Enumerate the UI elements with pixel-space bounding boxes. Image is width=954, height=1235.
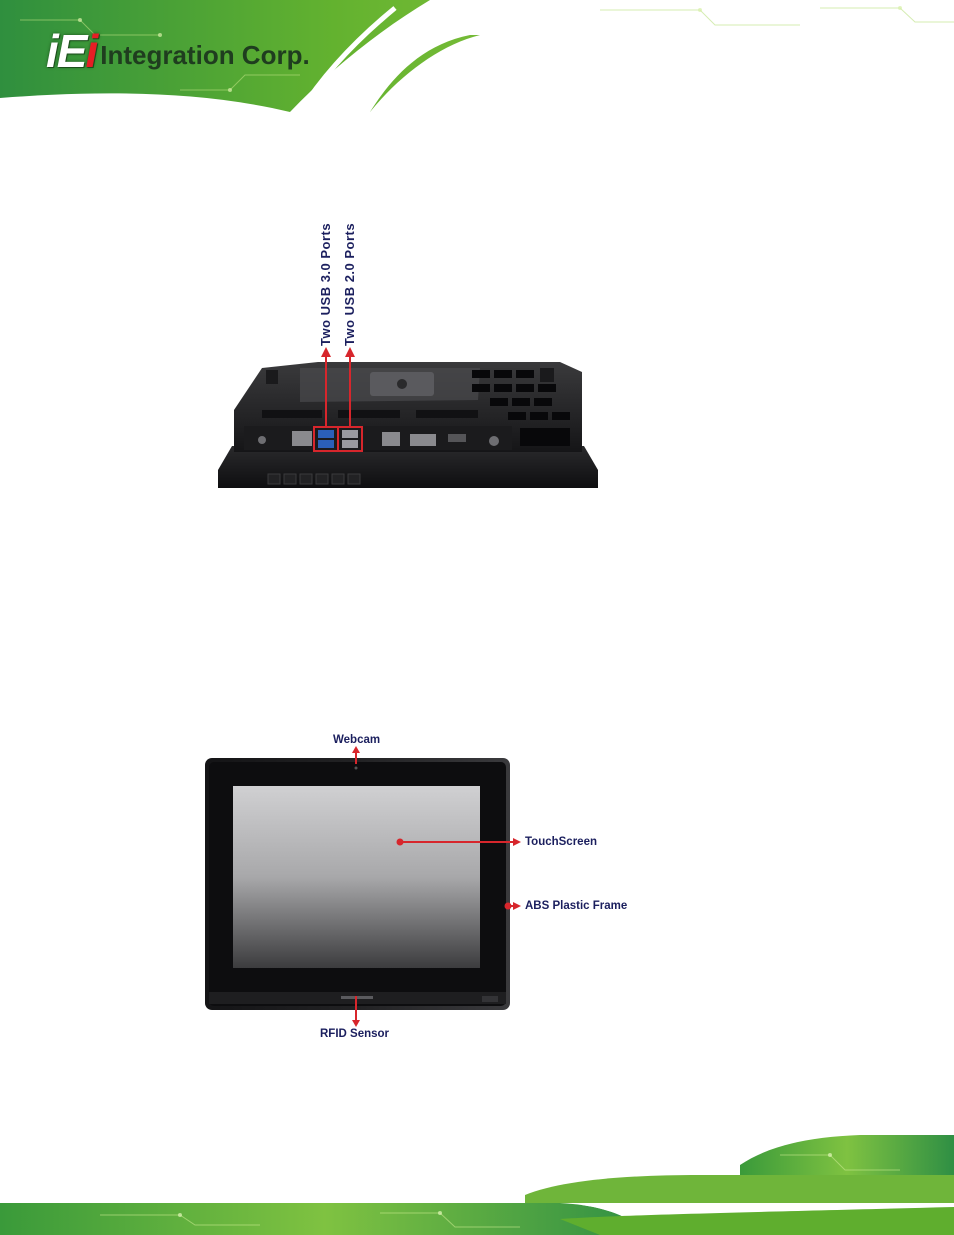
usb2-ports-label: Two USB 2.0 Ports <box>342 222 357 346</box>
footer-background <box>0 1135 954 1235</box>
rfid-sensor-label: RFID Sensor <box>320 1028 390 1040</box>
abs-frame-label: ABS Plastic Frame <box>525 900 628 912</box>
logo-mark: iEi <box>46 25 98 77</box>
page-header-banner: iEi Integration Corp. <box>0 0 954 112</box>
front-panel-photo <box>205 746 521 1027</box>
logo-text: Integration Corp. <box>100 40 310 70</box>
touchscreen-label: TouchScreen <box>525 836 597 848</box>
webcam-label: Webcam <box>333 734 381 746</box>
page-footer-banner <box>0 1135 954 1235</box>
front-view-figure: Webcam TouchScreen ABS Plastic Frame RFI… <box>0 720 954 1050</box>
usb3-ports-label: Two USB 3.0 Ports <box>318 222 333 346</box>
header-background <box>0 0 954 112</box>
company-logo: iEi Integration Corp. <box>46 24 310 74</box>
touchscreen-panel <box>233 786 480 968</box>
rear-view-figure: Two USB 3.0 Ports Two USB 2.0 Ports <box>0 0 954 520</box>
rear-panel-photo <box>218 347 598 488</box>
